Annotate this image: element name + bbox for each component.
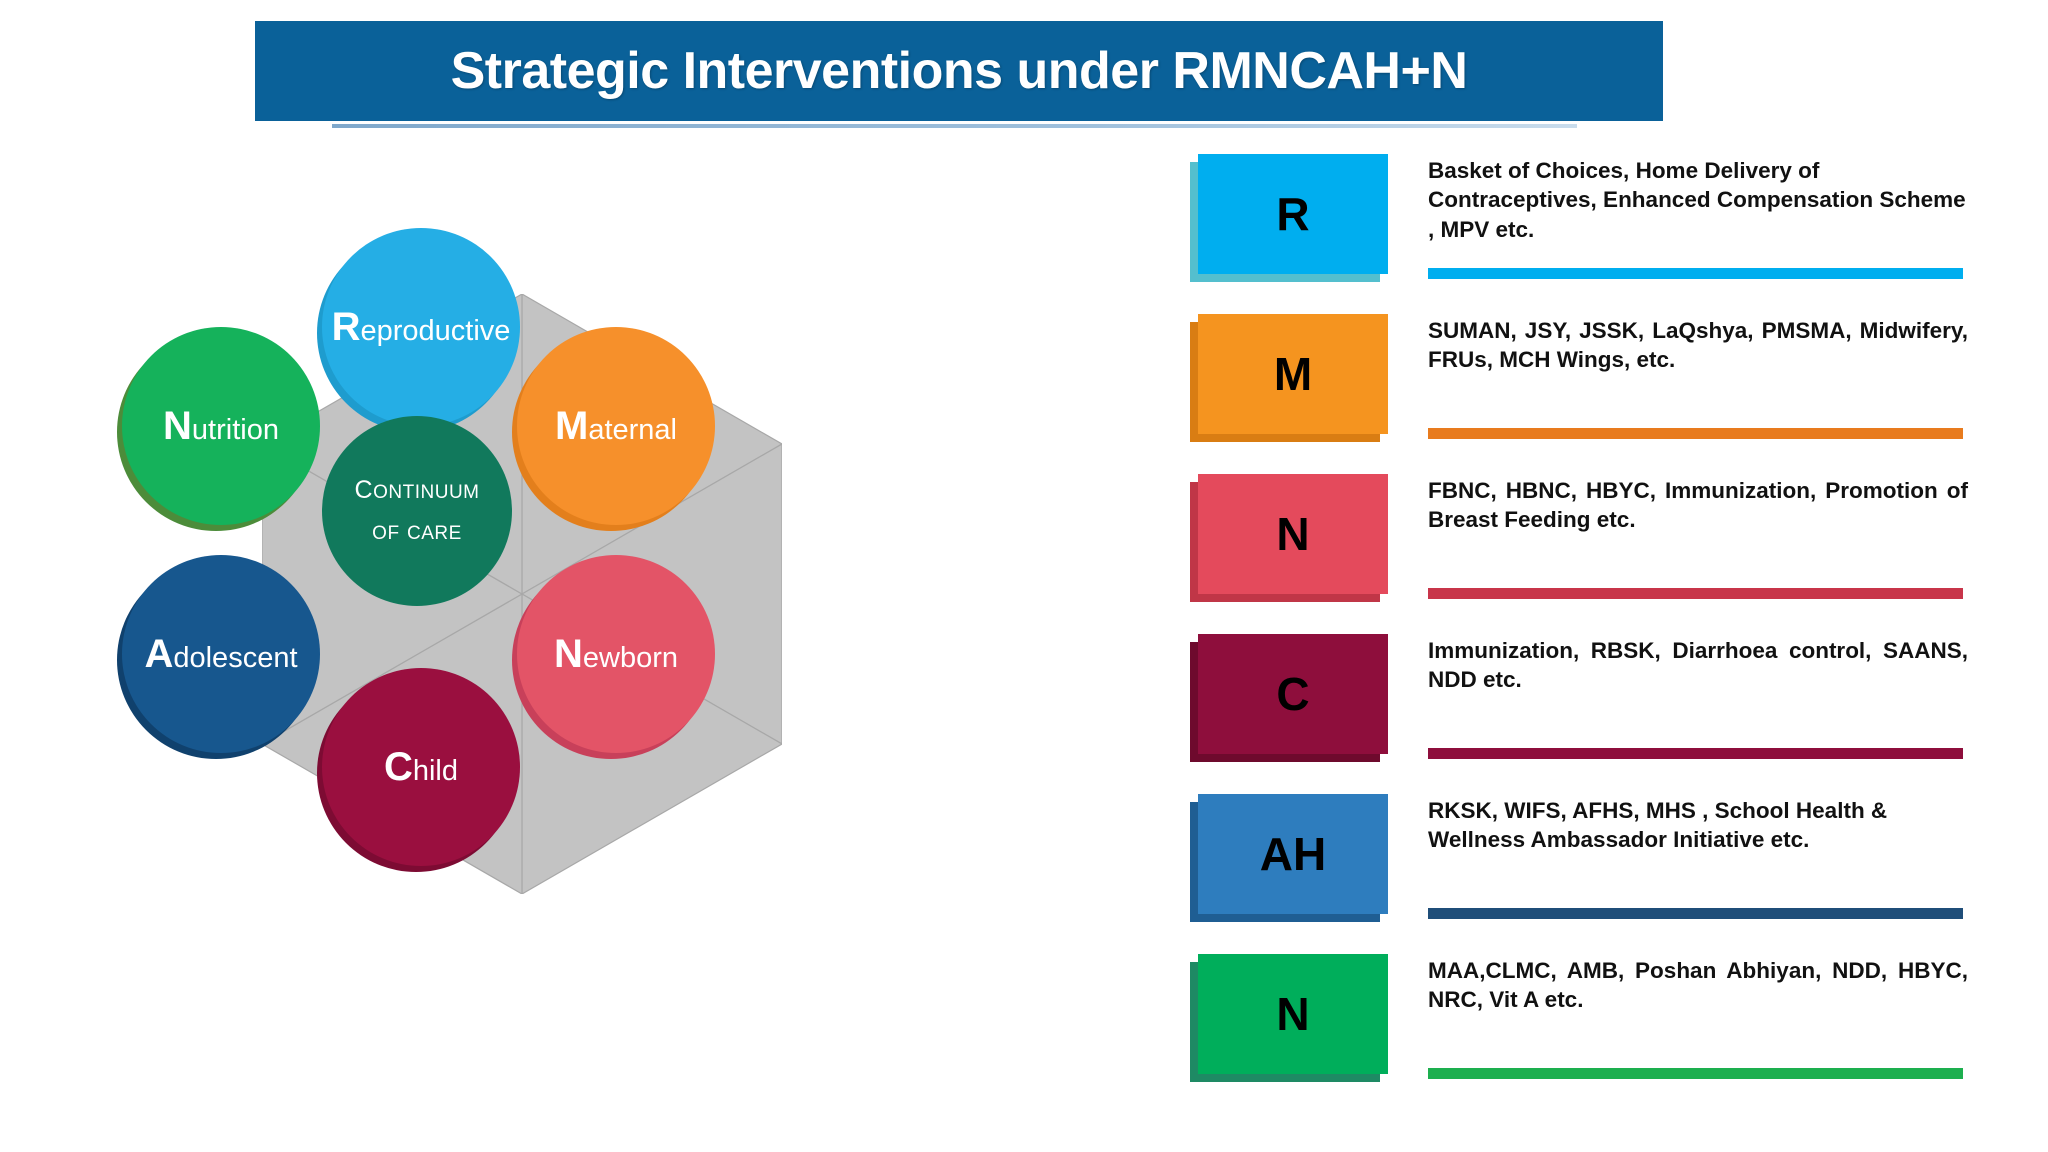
page-title: Strategic Interventions under RMNCAH+N bbox=[450, 42, 1468, 100]
node-maternal[interactable]: Maternal bbox=[517, 327, 715, 525]
legend-badge-m-1[interactable]: M bbox=[1198, 314, 1388, 434]
node-adolescent-label: Adolescent bbox=[144, 632, 298, 676]
node-child[interactable]: Child bbox=[322, 668, 520, 866]
legend-row-accent-bar bbox=[1428, 268, 1963, 279]
legend-badge-letter: AH bbox=[1259, 828, 1327, 880]
continuum-label-line1: CONTINUUM bbox=[354, 476, 480, 504]
node-continuum-of-care[interactable]: CONTINUUM OF CARE bbox=[322, 416, 512, 606]
continuum-of-care-diagram: Reproductive Maternal Newborn Child Adol… bbox=[110, 170, 900, 1070]
legend-badge-letter: M bbox=[1273, 348, 1313, 400]
legend-badge-r-0[interactable]: R bbox=[1198, 154, 1388, 274]
legend-row-description: MAA,CLMC, AMB, Poshan Abhiyan, NDD, HBYC… bbox=[1428, 958, 1968, 1013]
legend-row-accent-bar bbox=[1428, 908, 1963, 919]
node-child-label: Child bbox=[383, 745, 459, 789]
node-reproductive[interactable]: Reproductive bbox=[322, 228, 520, 426]
legend-badge-letter: C bbox=[1276, 668, 1310, 720]
page-title-banner: Strategic Interventions under RMNCAH+N bbox=[255, 21, 1663, 121]
title-underline-divider bbox=[332, 124, 1577, 128]
legend-row-description: RKSK, WIFS, AFHS, MHS , School Health & … bbox=[1428, 798, 1888, 853]
legend-row-accent-bar bbox=[1428, 748, 1963, 759]
legend-row: N MAA,CLMC, AMB, Poshan Abhiyan, NDD, HBY… bbox=[1190, 950, 1990, 1079]
legend-row: C Immunization, RBSK, Diarrhoea control, … bbox=[1190, 630, 1990, 759]
interventions-legend-panel: R Basket of Choices, Home Delivery of Con… bbox=[1190, 150, 1990, 1110]
legend-badge-n-5[interactable]: N bbox=[1198, 954, 1388, 1074]
legend-badge-c-3[interactable]: C bbox=[1198, 634, 1388, 754]
legend-row: M SUMAN, JSY, JSSK, LaQshya, PMSMA, Midwi… bbox=[1190, 310, 1990, 439]
node-newborn[interactable]: Newborn bbox=[517, 555, 715, 753]
legend-row: R Basket of Choices, Home Delivery of Con… bbox=[1190, 150, 1990, 279]
legend-row-accent-bar bbox=[1428, 588, 1963, 599]
continuum-label-line2: OF CARE bbox=[372, 523, 462, 544]
legend-row: AH RKSK, WIFS, AFHS, MHS , School Health … bbox=[1190, 790, 1990, 919]
legend-badge-letter: N bbox=[1276, 508, 1310, 560]
node-newborn-label: Newborn bbox=[553, 632, 678, 676]
legend-badge-n-2[interactable]: N bbox=[1198, 474, 1388, 594]
legend-row-accent-bar bbox=[1428, 428, 1963, 439]
node-adolescent[interactable]: Adolescent bbox=[122, 555, 320, 753]
legend-badge-letter: R bbox=[1276, 188, 1310, 240]
legend-row-description: FBNC, HBNC, HBYC, Immunization, Promotio… bbox=[1428, 478, 1968, 533]
legend-row-description: Basket of Choices, Home Delivery of Cont… bbox=[1428, 158, 1966, 242]
legend-row-accent-bar bbox=[1428, 1068, 1963, 1079]
legend-row-description: SUMAN, JSY, JSSK, LaQshya, PMSMA, Midwif… bbox=[1428, 318, 1968, 373]
legend-badge-letter: N bbox=[1276, 988, 1310, 1040]
node-maternal-label: Maternal bbox=[555, 404, 677, 448]
legend-row-description: Immunization, RBSK, Diarrhoea control, S… bbox=[1428, 638, 1968, 693]
legend-badge-ah-4[interactable]: AH bbox=[1198, 794, 1388, 914]
legend-row: N FBNC, HBNC, HBYC, Immunization, Promoti… bbox=[1190, 470, 1990, 599]
node-reproductive-label: Reproductive bbox=[331, 305, 511, 349]
node-nutrition-label: Nutrition bbox=[163, 404, 279, 448]
node-nutrition[interactable]: Nutrition bbox=[122, 327, 320, 525]
